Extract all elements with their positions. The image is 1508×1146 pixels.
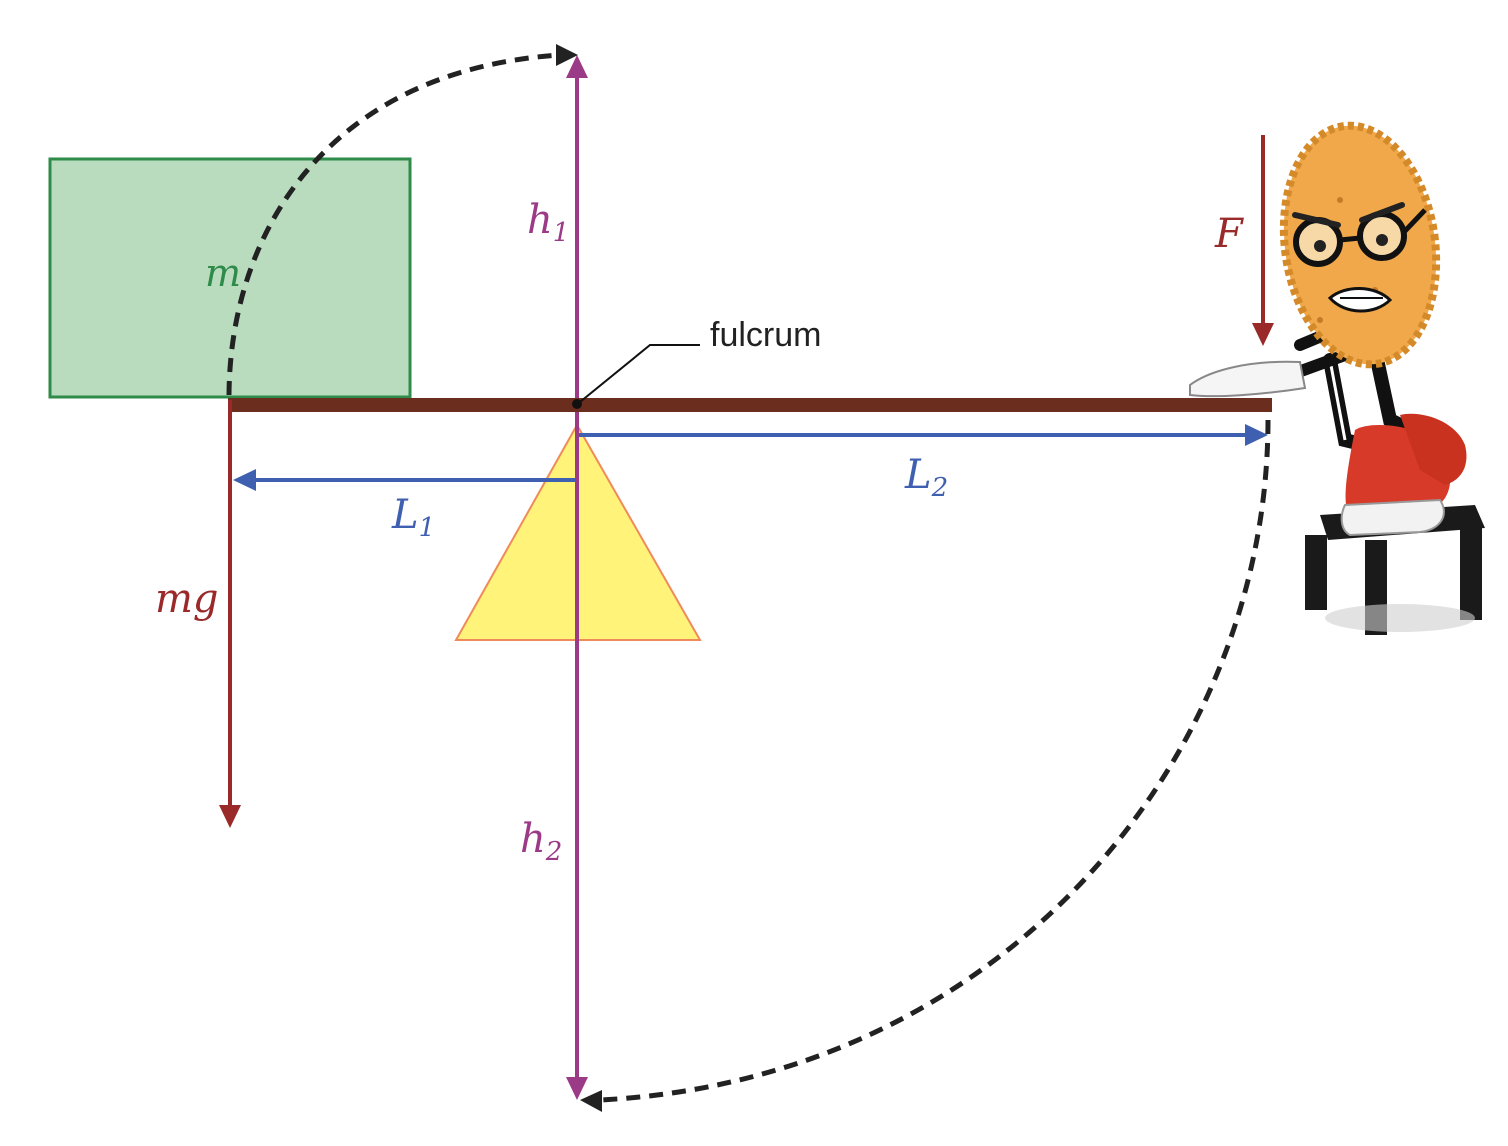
- lower-dashed-arc: [599, 419, 1271, 1103]
- h2-sub: 2: [545, 837, 563, 867]
- h1-main: h: [527, 197, 553, 243]
- h2-arrowhead: [566, 1077, 588, 1100]
- upper-arc-arrowhead: [556, 44, 578, 66]
- weight-label: mg: [155, 576, 219, 622]
- h2-label: h2: [520, 816, 562, 867]
- l2-main: L: [904, 452, 932, 498]
- upper-dashed-arc: [226, 52, 561, 396]
- l1-sub: 1: [419, 513, 436, 543]
- fulcrum-leader-line: [579, 344, 700, 403]
- l2-sub: 2: [931, 473, 949, 503]
- lower-arc-arrowhead: [580, 1090, 602, 1112]
- cookie-character-icon: [1189, 121, 1485, 635]
- sneaker-icon: [1340, 413, 1467, 537]
- h1-arrowhead: [566, 55, 588, 78]
- force-arrowhead: [1252, 323, 1274, 346]
- l1-label: L1: [391, 492, 435, 543]
- fulcrum-point: [572, 399, 582, 409]
- l1-arrowhead: [233, 469, 256, 491]
- l1-main: L: [391, 492, 419, 538]
- lever-bar: [228, 398, 1272, 412]
- force-label: F: [1214, 211, 1244, 257]
- mass-label: m: [205, 251, 241, 295]
- h1-label: h1: [527, 197, 569, 248]
- weight-arrowhead: [219, 805, 241, 828]
- h2-main: h: [520, 816, 546, 862]
- fulcrum-label: fulcrum: [710, 316, 821, 354]
- l2-arrowhead: [1245, 424, 1268, 446]
- glasses-icon: [1293, 208, 1427, 267]
- h1-sub: 1: [553, 218, 570, 248]
- mass-box: [48, 157, 412, 399]
- l2-label: L2: [904, 452, 948, 503]
